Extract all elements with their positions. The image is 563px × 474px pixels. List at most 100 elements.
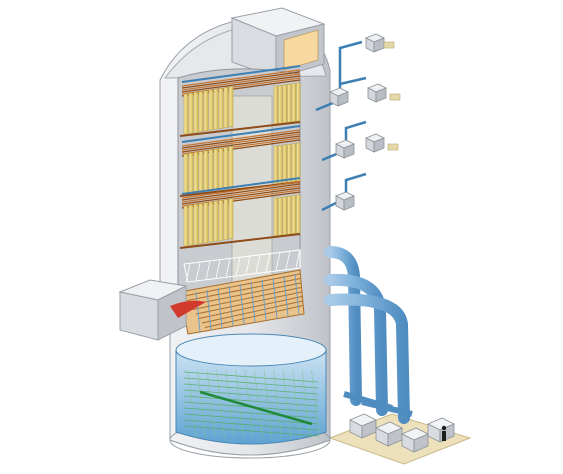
grid-bar	[215, 260, 221, 279]
tr-set	[335, 191, 355, 211]
grid-bar	[275, 252, 281, 271]
collector-plate	[188, 204, 194, 246]
grid-row	[183, 371, 319, 383]
spray-nozzle-line	[228, 285, 234, 327]
spray-nozzle-line	[195, 291, 201, 333]
mist-eliminator-grid	[185, 249, 301, 283]
collector-plate	[193, 152, 199, 193]
grid-bar	[235, 257, 241, 276]
tr-front	[337, 91, 349, 107]
collector-plate	[183, 93, 189, 135]
grid-bar	[265, 253, 271, 272]
header-rod	[181, 181, 301, 199]
collector-plate	[287, 143, 292, 183]
grid-bar	[195, 262, 201, 281]
collector-plate	[208, 149, 214, 191]
header-rod	[181, 133, 301, 151]
collector-plate	[273, 197, 278, 237]
collector-plate	[208, 201, 214, 243]
header-rod	[181, 73, 301, 91]
spray-nozzle-line	[294, 273, 300, 315]
header-rod	[181, 183, 301, 201]
grid-row	[183, 377, 319, 389]
grid-col	[244, 369, 254, 439]
grid-col	[254, 369, 263, 439]
shelf-ledge	[179, 121, 301, 137]
grid-col	[187, 369, 197, 439]
grid-bar	[285, 250, 291, 270]
tr-set	[367, 83, 387, 103]
collector-plate	[193, 92, 199, 133]
conduit	[321, 172, 367, 212]
collector-plate	[278, 85, 283, 124]
shelf-ledge	[179, 233, 301, 249]
collector-plate	[296, 82, 301, 122]
collector-plate	[273, 145, 278, 185]
person	[441, 425, 447, 441]
spray-line	[195, 291, 302, 315]
collector-plate	[213, 88, 219, 130]
grid-row	[183, 395, 319, 407]
tr-front	[343, 143, 355, 159]
grid-row	[183, 419, 319, 431]
pump-front	[413, 433, 429, 453]
collector-plate	[282, 196, 287, 236]
spray-nozzle-line	[283, 275, 289, 317]
spray-nozzle-line	[250, 281, 256, 323]
grid-col	[282, 369, 292, 439]
tank-oxidation-grid	[183, 369, 320, 439]
header-rod	[181, 135, 301, 153]
absorber-tank	[175, 333, 327, 445]
spray-nozzle-line	[206, 289, 212, 331]
spray-line	[192, 287, 302, 310]
grid-row	[183, 407, 319, 419]
tr-set	[335, 139, 355, 159]
spray-line	[198, 296, 303, 319]
collector-plate	[223, 199, 229, 240]
collector-plate	[223, 147, 229, 188]
spray-line	[183, 273, 301, 297]
spray-nozzle-line	[217, 287, 223, 329]
tr-set	[329, 87, 349, 107]
collector-plate	[208, 89, 214, 131]
tr-set	[365, 33, 385, 53]
collector-plate	[188, 92, 194, 134]
tr-set	[365, 133, 385, 153]
header-rod	[181, 189, 301, 207]
collector-plate	[198, 203, 204, 244]
collector-plate	[183, 153, 189, 195]
collector-plate	[203, 90, 209, 132]
collector-plate	[203, 202, 209, 244]
grid-col	[225, 369, 235, 439]
spray-header-grid	[179, 249, 305, 335]
collector-plate	[183, 205, 189, 247]
collector-plate	[188, 152, 194, 194]
header-rod	[181, 129, 301, 147]
spray-nozzle-line	[239, 283, 245, 325]
collector-plate	[287, 83, 292, 123]
collector-plate	[223, 87, 229, 128]
collector-plate	[282, 144, 287, 184]
spray-line	[186, 278, 301, 301]
collector-sections	[179, 65, 301, 249]
header-rod	[181, 69, 301, 87]
grid-bar	[245, 256, 251, 275]
header-rod	[181, 131, 301, 149]
pump-unit	[401, 427, 429, 453]
grid-col	[273, 369, 282, 439]
grid-bar	[225, 258, 231, 277]
slurry-pipes	[324, 246, 413, 424]
conduit	[339, 76, 367, 86]
conduit	[315, 40, 363, 112]
tr-front	[375, 87, 387, 103]
collector-plate	[287, 195, 292, 235]
grid-col	[292, 369, 301, 439]
transformer-rectifier-sets	[315, 33, 401, 212]
collector-plate	[218, 200, 224, 241]
collector-section-upper	[179, 65, 301, 137]
collector-plate	[218, 148, 224, 189]
collector-section-middle	[179, 125, 301, 197]
collector-plate	[198, 91, 204, 132]
grid-row	[183, 425, 319, 437]
collector-plate	[198, 151, 204, 192]
